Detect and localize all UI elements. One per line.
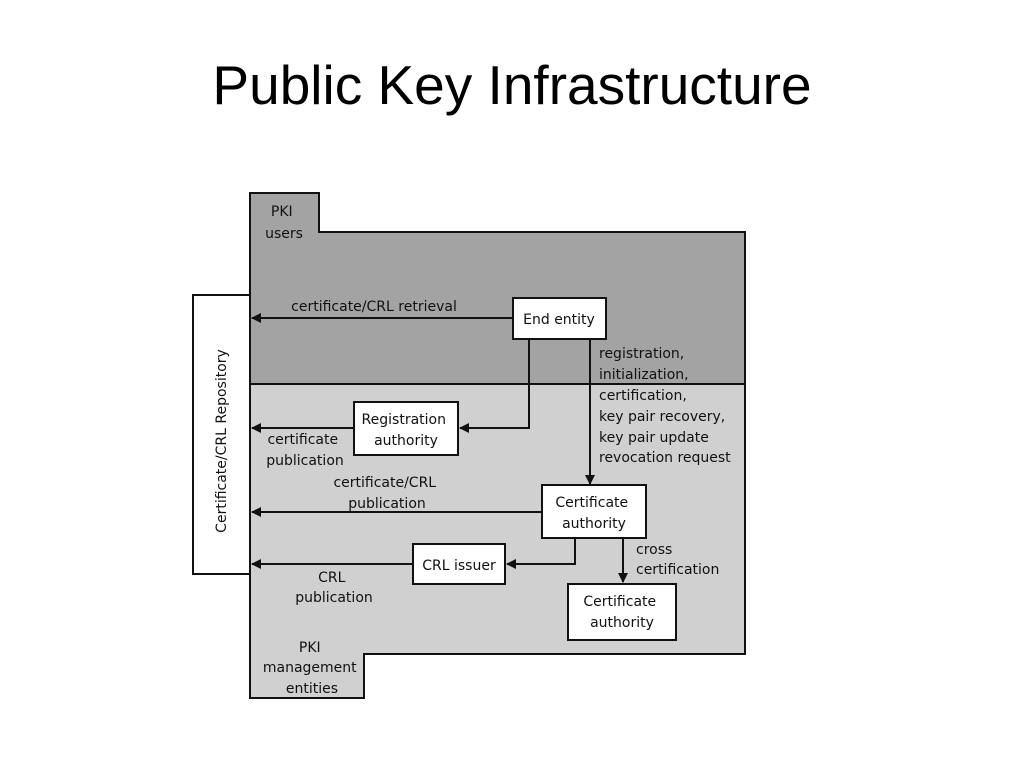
ca-to-crl-issuer-arrow bbox=[506, 538, 576, 569]
registration-authority-box bbox=[353, 401, 459, 456]
registration-label: registration, initialization, certificat… bbox=[599, 346, 731, 466]
crl-issuer-label: CRL issuer bbox=[422, 558, 496, 574]
pki-users-label: PKI users bbox=[265, 204, 303, 242]
end-entity-to-ra-arrow bbox=[459, 339, 530, 433]
registration-authority-label: Registration authority bbox=[362, 412, 451, 449]
certcrl-publication-label: certificate/CRL publication bbox=[333, 475, 440, 512]
repository-label: Certificate/CRL Repository bbox=[214, 349, 230, 533]
certificate-authority-2-box bbox=[567, 583, 677, 641]
certificate-crl-repository bbox=[192, 294, 251, 575]
slide-title: Public Key Infrastructure bbox=[212, 54, 812, 116]
retrieval-label: certificate/CRL retrieval bbox=[291, 299, 457, 315]
end-entity-box bbox=[512, 297, 607, 340]
cert-publication-label: certificate publication bbox=[266, 432, 344, 469]
certificate-authority-box bbox=[541, 484, 647, 539]
end-entity-label: End entity bbox=[523, 312, 595, 328]
certificate-authority-label: Certificate authority bbox=[555, 495, 632, 532]
certificate-authority-2-label: Certificate authority bbox=[583, 594, 660, 631]
cross-certification-label: cross certification bbox=[636, 542, 719, 578]
crl-publication-label: CRL publication bbox=[295, 570, 373, 606]
pki-management-label: PKI management entities bbox=[263, 640, 361, 697]
